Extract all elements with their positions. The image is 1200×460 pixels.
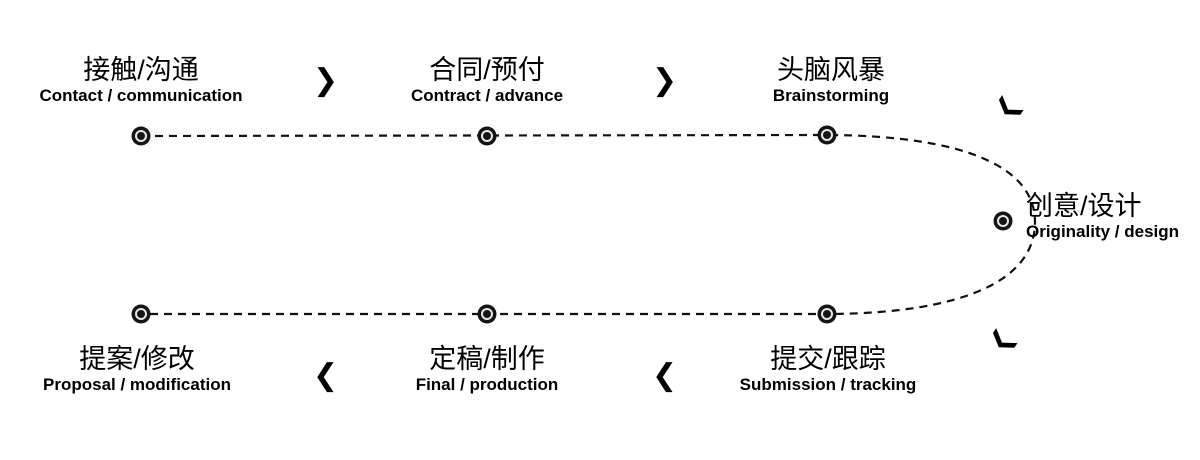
stage-label-contract-cn: 合同/预付 [429, 55, 545, 85]
stage-node-contact[interactable] [131, 126, 151, 146]
stage-label-originality-cn: 创意/设计 [1026, 191, 1142, 221]
stage-label-contact-cn: 接触/沟通 [83, 55, 199, 85]
stage-label-final: 定稿/制作 Final / production [415, 344, 559, 394]
stage-label-proposal-cn: 提案/修改 [79, 344, 195, 374]
stage-label-final-en: Final / production [415, 375, 559, 394]
stage-label-final-cn: 定稿/制作 [429, 344, 545, 374]
chevron-right-icon: ❯ [313, 63, 339, 98]
stage-label-submission-en: Submission / tracking [739, 375, 917, 394]
stage-label-proposal-en: Proposal / modification [43, 375, 231, 394]
stage-label-contact-en: Contact / communication [39, 86, 243, 105]
stage-node-submission[interactable] [817, 304, 837, 324]
stage-node-final[interactable] [477, 304, 497, 324]
stage-label-contract-en: Contract / advance [410, 86, 564, 105]
stage-label-proposal: 提案/修改 Proposal / modification [43, 344, 231, 394]
stage-node-brainstorming[interactable] [817, 125, 837, 145]
stage-label-brainstorming: 头脑风暴 Brainstorming [772, 55, 890, 105]
stage-label-submission: 提交/跟踪 Submission / tracking [739, 344, 917, 394]
stage-label-contact: 接触/沟通 Contact / communication [39, 55, 243, 105]
stage-label-originality: 创意/设计 Originality / design [1026, 191, 1180, 241]
dashed-path-curve [829, 133, 1037, 316]
stage-node-originality[interactable] [993, 211, 1013, 231]
stage-node-contract[interactable] [477, 126, 497, 146]
stage-label-brainstorming-en: Brainstorming [772, 86, 890, 105]
chevron-right-icon: ❯ [652, 63, 678, 98]
chevron-left-icon: ❮ [313, 358, 339, 393]
stage-label-submission-cn: 提交/跟踪 [770, 344, 886, 374]
stage-label-originality-en: Originality / design [1026, 222, 1180, 241]
stage-node-proposal[interactable] [131, 304, 151, 324]
stage-label-contract: 合同/预付 Contract / advance [410, 55, 564, 105]
chevron-left-icon: ❮ [652, 358, 678, 393]
dashed-path-top [140, 133, 831, 138]
stage-label-brainstorming-cn: 头脑风暴 [777, 55, 885, 85]
